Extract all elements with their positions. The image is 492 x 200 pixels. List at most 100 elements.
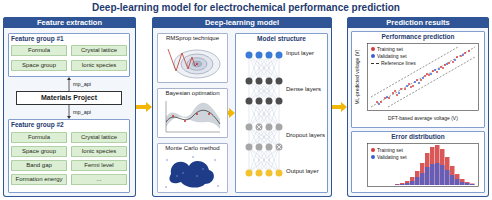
axis-label: ML-predicted voltage (V)	[354, 42, 360, 112]
axis-label: DFT-based average voltage (V)	[367, 115, 479, 121]
neural-network	[239, 33, 287, 193]
box-text: Fermi level	[84, 162, 113, 169]
feature-box: Space group	[11, 146, 67, 157]
input-neurons	[249, 52, 279, 59]
label-holder: DFT-based average voltage (V)	[367, 115, 479, 121]
rmsprop-illustration	[163, 44, 222, 80]
box-text: Band gap	[26, 162, 52, 169]
box-heading: Model structure	[235, 33, 328, 43]
confidence-band	[166, 103, 220, 129]
database-box: Materials Project	[16, 91, 122, 105]
legend-swatch	[371, 148, 375, 152]
legend-line-sample	[371, 63, 379, 64]
dropout-neurons	[249, 127, 279, 147]
box-text: Space group	[22, 148, 56, 155]
feature-box: Fermi level	[71, 160, 127, 171]
optimizer-path	[168, 49, 197, 71]
validating-bars	[395, 163, 475, 185]
box-heading: RMSprop technique	[157, 33, 228, 42]
section-panel: Feature extractionFeature group #1Formul…	[3, 17, 136, 197]
box-text: ...	[96, 176, 101, 183]
random-samples	[166, 157, 218, 187]
arrow-shaft	[69, 80, 70, 91]
flow-arrow	[136, 102, 152, 112]
technique-box: Monte Carlo method	[157, 143, 228, 193]
label-holder: Dropout layers	[286, 132, 328, 139]
feature-box: Band gap	[11, 160, 67, 171]
arrow-shaft	[136, 105, 146, 109]
label-holder: ML-predicted voltage (V)	[354, 42, 360, 112]
feature-box: Crystal lattice	[71, 45, 127, 56]
technique-box: RMSprop technique	[157, 33, 228, 83]
plot-frame	[368, 44, 479, 111]
arrow-shaft	[332, 105, 341, 109]
label-holder: Dense layers	[286, 86, 328, 93]
title-holder: Deep-learning model for electrochemical …	[0, 2, 492, 14]
optimum-dot	[196, 63, 198, 65]
layer-label: Dense layers	[286, 86, 328, 93]
feature-box: Formation energy	[11, 174, 67, 185]
arrow-shaft	[228, 111, 229, 115]
legend-entry: Validating set	[371, 53, 407, 59]
contour-line	[174, 50, 220, 78]
box-heading: Bayesian optimation	[157, 88, 228, 97]
technique-box: Bayesian optimation	[157, 88, 228, 138]
label-holder: Output layer	[286, 168, 328, 175]
box-heading: Performance prediction	[351, 31, 485, 41]
network-links	[249, 55, 279, 173]
feature-box: Formula	[11, 45, 67, 56]
diagram-title: Deep-learning model for electrochemical …	[0, 2, 492, 14]
monte-carlo-illustration	[163, 154, 222, 190]
edge-label: mp_api	[72, 81, 92, 88]
feature-box: Ionic species	[71, 146, 127, 157]
box-heading: Error distribution	[351, 131, 485, 141]
sample-dots	[173, 114, 209, 121]
box-text: Materials Project	[41, 94, 97, 102]
feature-box: Formula	[11, 132, 67, 143]
sample-region	[169, 161, 213, 188]
plot-frame	[368, 144, 479, 187]
box-text: Crystal lattice	[81, 134, 117, 141]
panel-heading: Prediction results	[347, 17, 489, 28]
training-points	[377, 51, 469, 102]
box-text: Crystal lattice	[81, 47, 117, 54]
legend-swatch	[371, 47, 375, 51]
dropout-marks	[257, 125, 281, 149]
dense-neurons	[249, 81, 279, 101]
reference-lines	[371, 47, 475, 107]
box-heading: Feature group #2	[8, 119, 130, 129]
axes	[166, 101, 220, 132]
legend-swatch	[371, 54, 375, 58]
layer-label: Input layer	[286, 50, 328, 57]
bayesian-illustration	[163, 99, 222, 135]
legend-text: Training set	[377, 147, 403, 153]
label-holder: Input layer	[286, 50, 328, 57]
feature-box: ...	[71, 174, 127, 185]
edge-label: mp_api	[72, 109, 92, 116]
legend-text: Validating set	[377, 53, 407, 59]
box-text: Formula	[28, 47, 50, 54]
legend-entry: Training set	[371, 147, 403, 153]
panel-heading: Deep-learning model	[152, 17, 332, 28]
legend-text: Reference lines	[381, 60, 416, 66]
box-text: Formula	[28, 134, 50, 141]
feature-group-box: Feature group #1 Formula Crystal latticeSp…	[8, 33, 130, 77]
edge-label-holder: mp_api	[72, 81, 92, 88]
legend-text: Training set	[377, 46, 403, 52]
layer-label: Output layer	[286, 168, 328, 175]
feature-box: Ionic species	[71, 60, 127, 71]
box-heading: Monte Carlo method	[157, 143, 228, 152]
legend-entry: Validating set	[371, 154, 407, 160]
box-text: Ionic species	[82, 148, 117, 155]
box-heading: Feature group #1	[8, 33, 130, 43]
arrow-shaft	[69, 105, 70, 116]
legend-swatch	[371, 155, 375, 159]
flow-arrow	[332, 102, 347, 112]
box-text: Space group	[22, 62, 56, 69]
box-text: Ionic species	[82, 62, 117, 69]
validating-points	[379, 55, 463, 104]
feature-group-box: Feature group #2 Formula Crystal latticeSp…	[8, 119, 130, 193]
mean-curve	[166, 110, 220, 124]
feature-box: Space group	[11, 60, 67, 71]
